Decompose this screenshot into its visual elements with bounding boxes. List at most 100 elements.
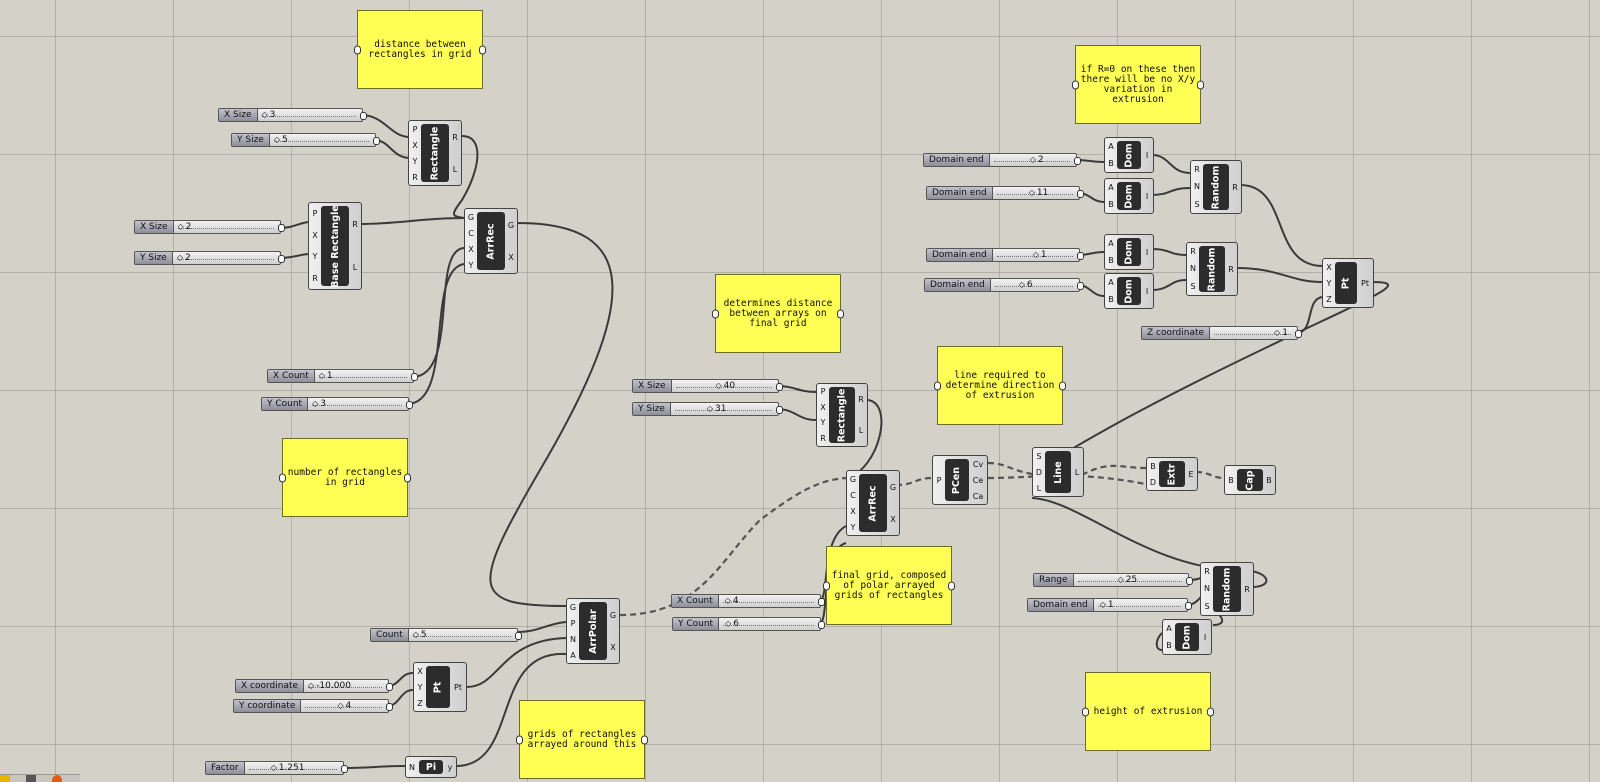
slider-x-coordinate-1[interactable]: X coordinate -10.000 xyxy=(235,679,393,693)
slider-value: 1 xyxy=(1272,327,1288,339)
slider-track[interactable]: 6 xyxy=(991,279,1079,291)
slider-track[interactable]: 40 xyxy=(672,380,778,392)
component-label: Base Rectangle xyxy=(321,205,349,287)
slider-x-size-2[interactable]: X Size 2 xyxy=(134,220,285,234)
slider-y-size-1[interactable]: Y Size 5 xyxy=(231,133,380,147)
slider-track[interactable]: -10.000 xyxy=(304,680,388,692)
window-icon[interactable] xyxy=(26,775,36,782)
slider-track[interactable]: 4 xyxy=(301,700,388,712)
note-rect-distance[interactable]: distance between rectangles in grid xyxy=(357,10,483,89)
slider-x-count-2[interactable]: X Count 4 xyxy=(671,594,825,608)
slider-track[interactable]: 2 xyxy=(173,252,280,264)
component-label: Pi xyxy=(419,760,443,774)
input-pins: P xyxy=(936,475,942,485)
slider-track[interactable]: 1.251 xyxy=(245,762,343,774)
note-polar-center[interactable]: grids of rectangles arrayed around this xyxy=(519,700,645,779)
slider-track[interactable]: 1 xyxy=(1210,327,1297,339)
slider-track[interactable]: 5 xyxy=(409,629,517,641)
slider-x-size-3[interactable]: X Size 40 xyxy=(632,379,783,393)
slider-track[interactable]: 3 xyxy=(308,398,408,410)
slider-value: 6 xyxy=(723,618,739,630)
slider-track[interactable]: 1 xyxy=(315,370,413,382)
note-extrusion-line[interactable]: line required to determine direction of … xyxy=(937,346,1063,425)
component-label: Rectangle xyxy=(421,124,449,182)
slider-track[interactable]: 5 xyxy=(270,134,375,146)
note-final-grid[interactable]: final grid, composed of polar arrayed gr… xyxy=(826,546,952,625)
output-pins: Pt xyxy=(1361,278,1369,288)
slider-count[interactable]: Count 5 xyxy=(370,628,522,642)
component-label: Pt xyxy=(1335,262,1357,304)
component-label: Dom xyxy=(1175,623,1199,651)
slider-track[interactable]: 6 xyxy=(719,618,820,630)
component-cap[interactable]: B Cap B xyxy=(1224,465,1276,495)
slider-label: Y Size xyxy=(633,403,671,415)
slider-track[interactable]: 3 xyxy=(258,109,362,121)
slider-factor[interactable]: Factor 1.251 xyxy=(205,761,348,775)
slider-y-size-2[interactable]: Y Size 2 xyxy=(134,251,285,265)
note-xy-variation[interactable]: if R=0 on these then there will be no X/… xyxy=(1075,45,1201,124)
slider-value: 1 xyxy=(1031,249,1047,261)
component-label: Dom xyxy=(1117,141,1141,169)
slider-domain-end-5[interactable]: Domain end 1 xyxy=(1027,598,1192,612)
browser-icon[interactable] xyxy=(52,775,62,782)
note-array-distance[interactable]: determines distance between arrays on fi… xyxy=(715,274,841,353)
slider-value: -10.000 xyxy=(306,680,351,692)
slider-track[interactable]: 25 xyxy=(1074,574,1188,586)
note-rect-count[interactable]: number of rectangles in grid xyxy=(282,438,408,517)
slider-track[interactable]: 4 xyxy=(719,595,820,607)
slider-x-count-1[interactable]: X Count 1 xyxy=(267,369,418,383)
slider-y-coordinate-1[interactable]: Y coordinate 4 xyxy=(233,699,393,713)
slider-y-count-1[interactable]: Y Count 3 xyxy=(261,397,413,411)
slider-track[interactable]: 11 xyxy=(993,187,1079,199)
slider-y-count-2[interactable]: Y Count 6 xyxy=(672,617,825,631)
slider-track[interactable]: 31 xyxy=(671,403,778,415)
slider-value: 40 xyxy=(714,380,735,392)
slider-track[interactable]: 1 xyxy=(993,249,1079,261)
slider-z-coordinate[interactable]: Z coordinate 1 xyxy=(1141,326,1302,340)
folder-icon[interactable] xyxy=(0,775,10,782)
output-pins: I xyxy=(1145,247,1149,257)
slider-domain-end-4[interactable]: Domain end 6 xyxy=(924,278,1084,292)
slider-label: Y Size xyxy=(135,252,173,264)
slider-track[interactable]: 2 xyxy=(990,154,1076,166)
slider-range[interactable]: Range 25 xyxy=(1033,573,1193,587)
slider-label: Domain end xyxy=(1028,599,1094,611)
slider-label: Y Count xyxy=(673,618,720,630)
slider-domain-end-3[interactable]: Domain end 1 xyxy=(926,248,1084,262)
slider-label: Z coordinate xyxy=(1142,327,1211,339)
slider-x-size-1[interactable]: X Size 3 xyxy=(218,108,367,122)
slider-value: 6 xyxy=(1017,279,1033,291)
input-pins: B xyxy=(1228,475,1234,485)
slider-track[interactable]: 2 xyxy=(174,221,280,233)
slider-domain-end-2[interactable]: Domain end 11 xyxy=(926,186,1084,200)
component-pi[interactable]: N Pi y xyxy=(405,756,457,778)
slider-domain-end-1[interactable]: Domain end 2 xyxy=(923,153,1081,167)
output-pins: I xyxy=(1145,150,1149,160)
slider-track[interactable]: 1 xyxy=(1094,599,1187,611)
slider-y-size-3[interactable]: Y Size 31 xyxy=(632,402,783,416)
note-height[interactable]: height of extrusion xyxy=(1085,672,1211,751)
